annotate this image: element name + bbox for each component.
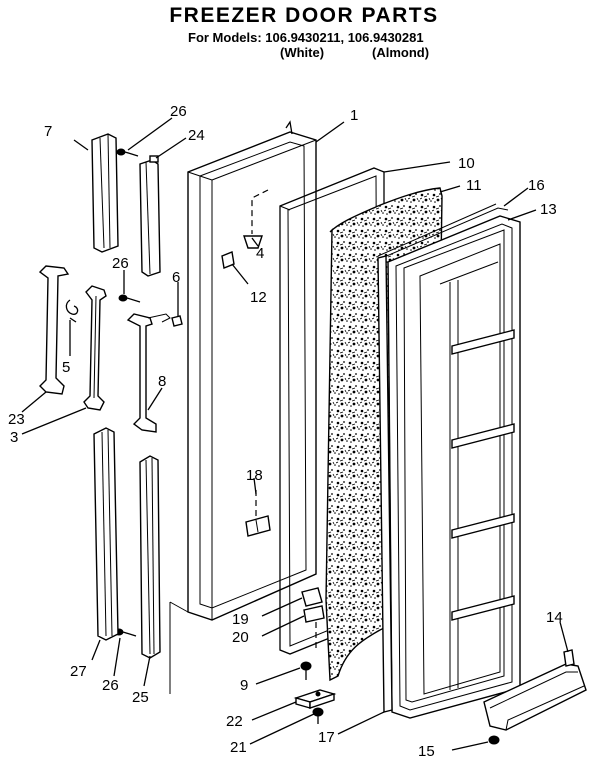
part-5-clip — [65, 299, 79, 323]
part-14-door-shelf-bin — [483, 649, 587, 731]
callout-13: 13 — [540, 201, 557, 218]
part-23-handle-bracket — [38, 265, 70, 395]
diagram-title: FREEZER DOOR PARTS — [169, 4, 439, 27]
callout-7: 7 — [44, 123, 52, 140]
callout-3: 3 — [10, 429, 18, 446]
callout-26-top: 26 — [170, 103, 187, 120]
callout-11: 11 — [466, 177, 482, 194]
callout-26-middle: 26 — [112, 255, 129, 272]
part-24-trim-bracket — [139, 155, 161, 277]
callout-17: 17 — [318, 729, 335, 746]
callout-15: 15 — [418, 743, 435, 760]
part-22-hinge-block — [293, 689, 337, 709]
part-3-door-handle — [83, 285, 107, 411]
callout-20: 20 — [232, 629, 249, 646]
callout-21: 21 — [230, 739, 247, 756]
part-13-inner-door-liner — [387, 215, 521, 719]
part-27-handle-trim-lower — [93, 427, 119, 641]
callout-10: 10 — [458, 155, 475, 172]
callout-22: 22 — [226, 713, 243, 730]
callout-1: 1 — [350, 107, 358, 124]
callout-16: 16 — [528, 177, 545, 194]
screw-26-middle — [118, 294, 141, 303]
part-15-screw — [488, 735, 500, 745]
variant-almond-label: (Almond) — [372, 45, 430, 60]
part-16-liner-gasket — [377, 203, 509, 259]
callout-18: 18 — [246, 467, 263, 484]
callout-leaders — [21, 117, 569, 751]
part-19-hinge-bracket — [301, 587, 323, 607]
callout-23: 23 — [8, 411, 25, 428]
callout-9: 9 — [240, 677, 248, 694]
part-25-trim-bracket-lower — [139, 455, 161, 659]
part-7-handle-trim-upper — [91, 133, 119, 253]
model-numbers: For Models: 106.9430211, 106.9430281 — [188, 30, 424, 45]
callout-19: 19 — [232, 611, 249, 628]
callout-6: 6 — [172, 269, 180, 286]
screw-26-upper — [116, 148, 139, 157]
part-8-handle-bracket — [126, 313, 171, 433]
part-20-hinge-pin — [303, 605, 325, 650]
part-21-screw — [312, 707, 324, 724]
part-9-screw — [300, 661, 312, 680]
callout-26-bottom: 26 — [102, 677, 119, 694]
part-6-tab — [171, 315, 183, 327]
variant-white-label: (White) — [280, 45, 325, 60]
callout-14: 14 — [546, 609, 563, 626]
callout-27: 27 — [70, 663, 87, 680]
callout-24: 24 — [188, 127, 205, 144]
part-18-hinge-bracket — [245, 490, 271, 537]
callout-4: 4 — [256, 245, 264, 262]
callout-12: 12 — [250, 289, 267, 306]
callout-5: 5 — [62, 359, 70, 376]
part-17-liner-strip — [377, 255, 393, 713]
part-12-bracket — [221, 251, 235, 269]
callout-8: 8 — [158, 373, 166, 390]
part-1-outer-door-panel — [169, 120, 317, 694]
callout-25: 25 — [132, 689, 149, 706]
